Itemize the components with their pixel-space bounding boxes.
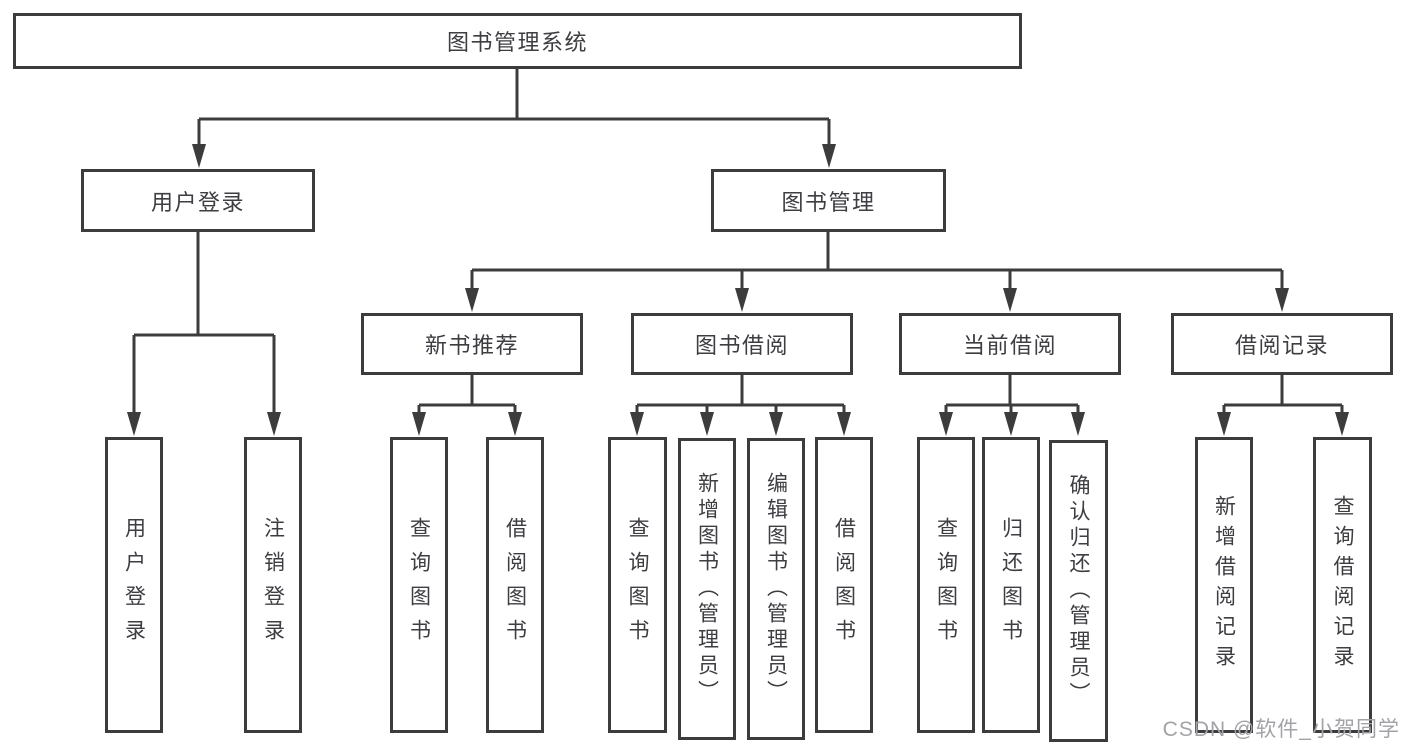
node-query-books-borrow: 查询图书: [608, 437, 667, 733]
csdn-watermark: CSDN @软件_小贺同学: [1162, 718, 1400, 741]
node-edit-book-admin: 编辑图书（管理员）: [747, 438, 805, 740]
node-borrow-books: 借阅图书: [815, 437, 873, 733]
node-query-borrow-record: 查询借阅记录: [1313, 437, 1372, 733]
node-query-books-recommend: 查询图书: [390, 437, 448, 733]
node-new-book-recommend-label: 新书推荐: [424, 333, 519, 358]
node-user-login-label: 用户登录: [150, 189, 245, 215]
node-user-login-leaf: 用户登录: [105, 437, 163, 733]
node-confirm-return-admin: 确认归还（管理员）: [1049, 440, 1108, 742]
node-current-borrowing-label: 当前借阅: [962, 333, 1057, 358]
node-book-management: 图书管理: [711, 169, 946, 232]
node-borrowing-records-label: 借阅记录: [1234, 333, 1329, 358]
node-book-management-label: 图书管理: [781, 189, 876, 215]
node-return-book: 归还图书: [982, 437, 1040, 733]
node-borrowing-records: 借阅记录: [1171, 313, 1393, 375]
node-borrow-books-recommend: 借阅图书: [486, 437, 544, 733]
node-library-system: 图书管理系统: [13, 13, 1022, 69]
node-current-borrowing: 当前借阅: [899, 313, 1121, 375]
node-user-login: 用户登录: [81, 169, 315, 232]
node-add-book-admin: 新增图书（管理员）: [678, 438, 736, 740]
node-query-books-current: 查询图书: [917, 437, 975, 733]
node-book-borrowing-label: 图书借阅: [694, 333, 789, 358]
node-logout: 注销登录: [244, 437, 302, 733]
node-library-system-label: 图书管理系统: [446, 30, 588, 55]
node-add-borrow-record: 新增借阅记录: [1195, 437, 1253, 733]
node-new-book-recommend: 新书推荐: [361, 313, 583, 375]
node-book-borrowing: 图书借阅: [631, 313, 853, 375]
